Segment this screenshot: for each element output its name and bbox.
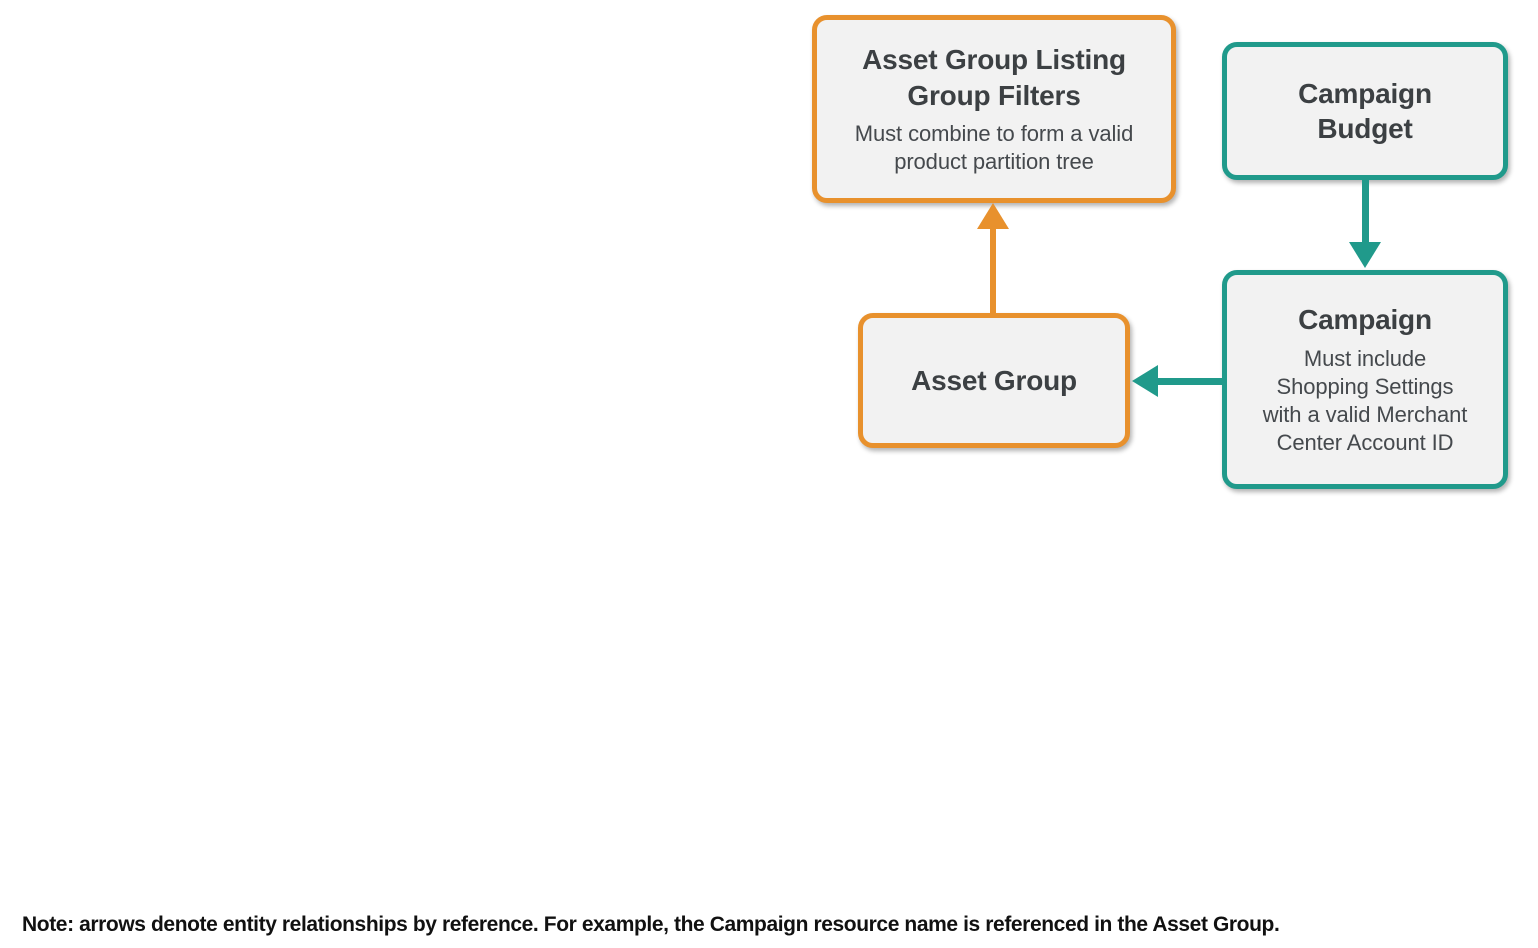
node-title: Campaign [1298, 304, 1432, 336]
arrow-up-shaft [990, 227, 996, 313]
arrow-left-head-icon [1132, 365, 1158, 397]
node-title: Asset Group Listing Group Filters [862, 44, 1126, 111]
arrow-down-shaft [1362, 180, 1369, 242]
node-subtitle: Must combine to form a valid product par… [854, 120, 1134, 174]
arrow-down-head-icon [1349, 242, 1381, 268]
node-campaign-budget: Campaign Budget [1222, 42, 1508, 180]
footer-note: Note: arrows denote entity relationships… [22, 913, 1280, 936]
node-title: Campaign Budget [1298, 77, 1432, 144]
node-title: Asset Group [911, 364, 1077, 396]
arrow-up-head-icon [977, 203, 1009, 229]
arrow-left-shaft [1157, 378, 1222, 385]
node-subtitle: Must include Shopping Settings with a va… [1262, 345, 1468, 455]
node-asset-group-listing-group-filters: Asset Group Listing Group Filters Must c… [812, 15, 1176, 203]
node-campaign: Campaign Must include Shopping Settings … [1222, 270, 1508, 489]
node-asset-group: Asset Group [858, 313, 1130, 448]
